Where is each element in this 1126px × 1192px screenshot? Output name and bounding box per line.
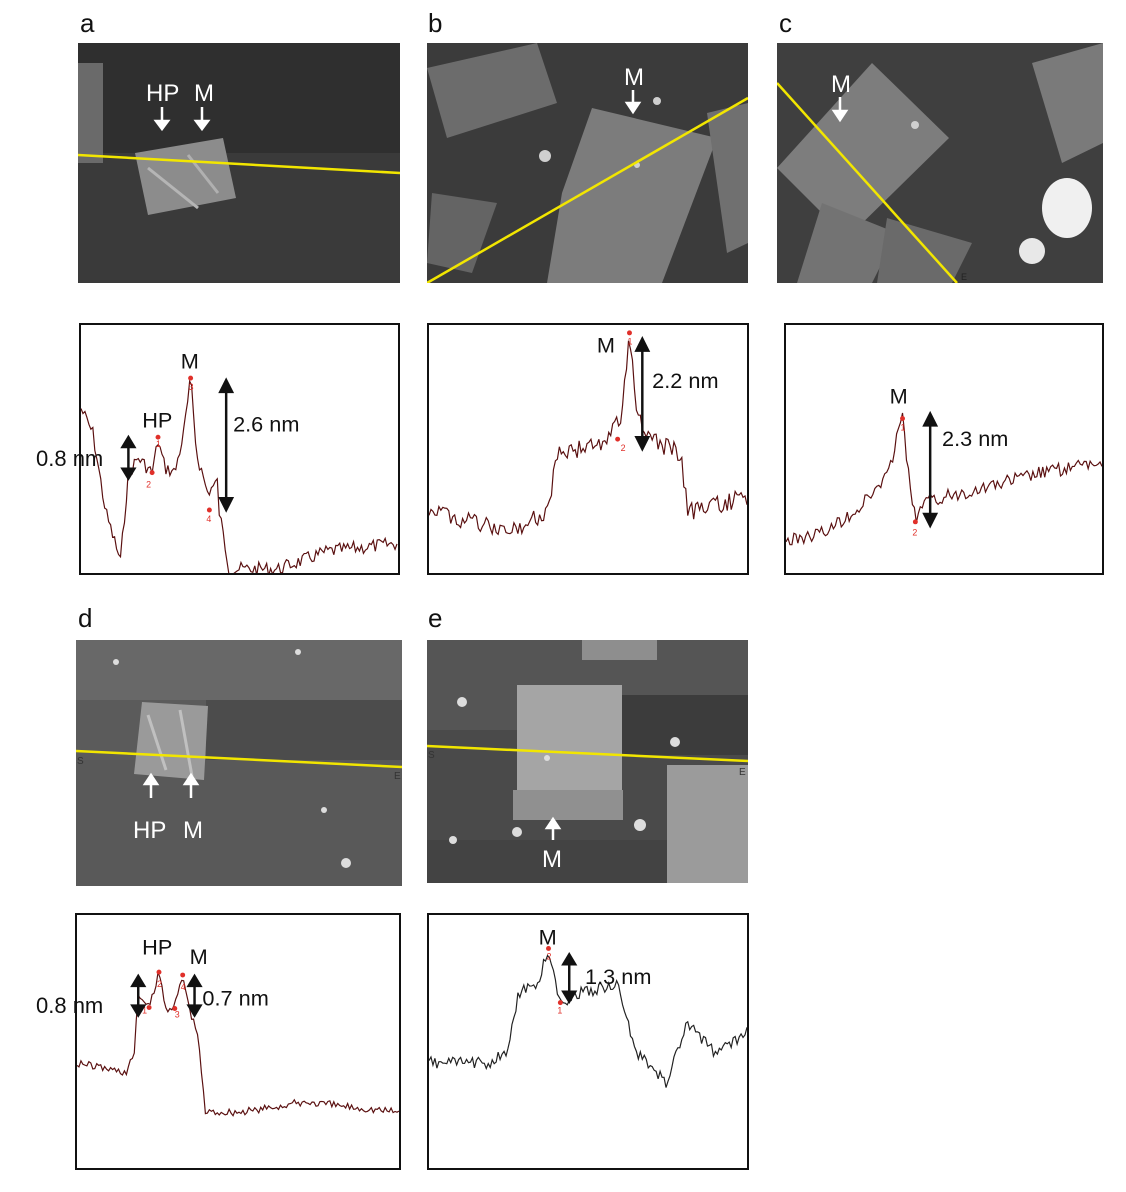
profile-label-d-hp: HP [142,934,172,959]
height-arrow-d-right [186,973,203,1018]
marker-num-d-4: 4 [181,982,186,992]
marker-num-d-1: 1 [142,1005,147,1015]
height-arrow-b [634,336,651,452]
height-trace-d [77,970,399,1117]
image-label-c-m: M [831,71,851,98]
marker-num-a-4: 4 [206,514,211,524]
measurement-e-13: 1.3 nm [585,964,651,989]
marker-num-c-2: 2 [912,528,917,538]
height-arrow-e [561,951,578,1005]
image-label-e-m: M [542,846,562,873]
profile-plot-c: 1 2 M 2.3 nm [784,323,1104,575]
marker-num-a-3: 3 [189,382,194,392]
measurement-a-08: 0.8 nm [36,446,104,471]
line-start-d: S [77,756,84,767]
scan-line-a [78,153,400,175]
profile-label-e-m: M [539,925,557,950]
panel-label-c: c [779,8,792,38]
profile-plot-d: 1 2 3 4 HP M 0.7 nm [75,913,401,1170]
image-label-a-hp: HP [146,80,179,107]
marker-num-a-1: 1 [156,439,161,449]
height-arrow-c [922,410,939,529]
line-end-c: E [961,272,967,282]
panel-label-a: a [80,8,95,38]
image-label-b-m: M [624,64,644,91]
height-trace-b [429,340,747,537]
marker-num-b-1: 1 [628,337,633,347]
cursor-markers-d [146,969,186,1011]
marker-num-b-2: 2 [621,443,626,453]
measurement-b-22: 2.2 nm [652,368,718,393]
scan-line-c [777,82,958,283]
line-end-d: E [394,771,401,782]
profile-label-c-m: M [890,384,908,409]
profile-label-d-m: M [190,944,208,969]
panel-label-b: b [428,8,443,38]
image-label-a-m: M [194,80,214,107]
image-label-d-hp: HP [133,817,166,844]
cursor-markers-a [149,375,212,513]
height-trace-e [429,954,747,1088]
line-start-e: S [428,750,435,761]
marker-num-e-1: 1 [557,1005,562,1015]
afm-image-d: HP M S E [76,640,402,886]
image-label-d-m: M [183,817,203,844]
afm-image-c: M E [777,43,1103,283]
scan-line-b [427,96,748,283]
scan-line-e [427,744,748,763]
profile-label-b-m: M [597,333,615,358]
marker-num-a-2: 2 [146,479,151,489]
height-arrow-a-large [218,377,235,513]
height-arrow-d-left [130,973,147,1018]
marker-num-d-2: 2 [157,979,162,989]
panel-label-e: e [428,603,443,633]
profile-plot-b: 1 2 M 2.2 nm [427,323,749,575]
profile-plot-a: 1 2 3 4 M HP 2.6 nm [79,323,400,575]
profile-plot-e: 2 1 M 1.3 nm [427,913,749,1170]
profile-label-a-hp: HP [142,407,172,432]
measurement-a-26: 2.6 nm [233,411,299,436]
measurement-c-23: 2.3 nm [942,426,1008,451]
marker-num-e-2: 2 [547,951,552,961]
afm-image-e: M S E [427,640,748,883]
measurement-d-08: 0.8 nm [36,993,104,1018]
scan-line-d [76,749,402,769]
panel-label-d: d [78,603,93,633]
profile-label-a-m: M [181,348,199,373]
marker-num-d-3: 3 [175,1009,180,1019]
line-end-e: E [739,767,746,778]
afm-image-a: HP M [78,43,400,283]
cursor-markers-e [546,946,563,1006]
afm-image-b: M [427,43,748,283]
height-arrow-a-small [120,434,137,481]
measurement-d-07: 0.7 nm [202,986,268,1011]
height-trace-c [786,412,1102,546]
cursor-markers-c [900,416,918,525]
cursor-markers-b [615,330,632,442]
height-trace-a [81,379,398,573]
marker-num-c-1: 1 [901,422,906,432]
